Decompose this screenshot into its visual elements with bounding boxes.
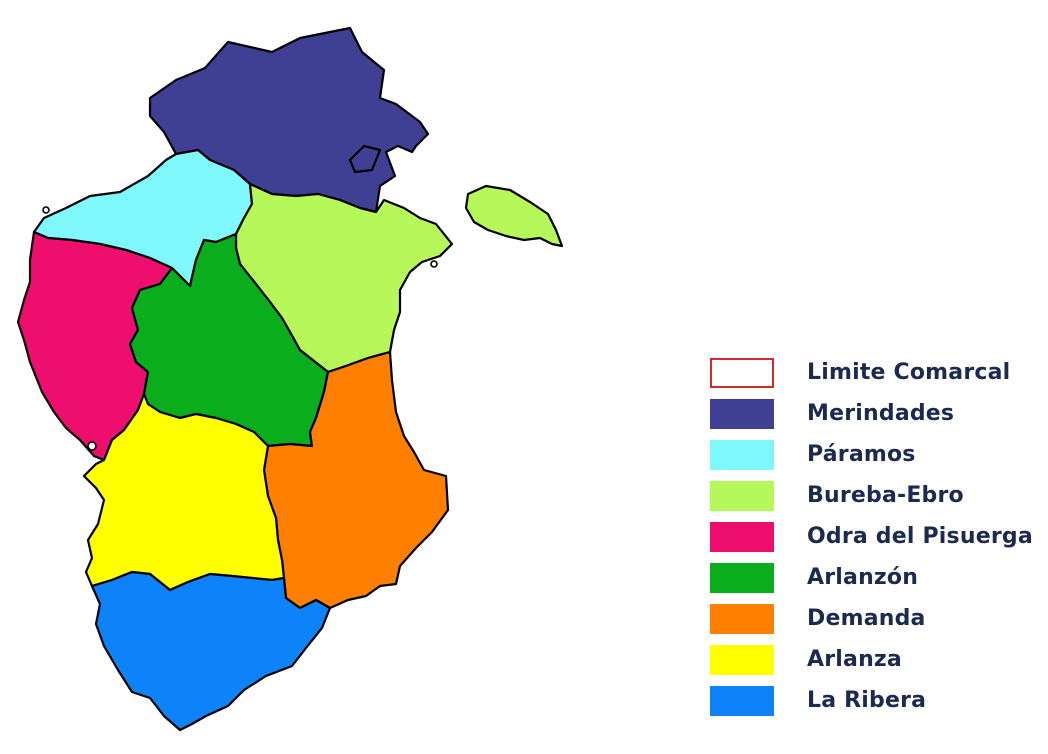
legend-item: Arlanza: [710, 645, 1040, 675]
legend-swatch: [710, 563, 774, 593]
legend-swatch: [710, 481, 774, 511]
region-la-ribera: [90, 570, 332, 732]
legend-label: Páramos: [807, 442, 916, 467]
legend-swatch: [710, 645, 774, 675]
legend-item: La Ribera: [710, 686, 1040, 716]
legend-swatch: [710, 604, 774, 634]
islet-marker: [430, 260, 438, 268]
legend-item: Odra del Pisuerga: [710, 522, 1040, 552]
legend-item: Páramos: [710, 440, 1040, 470]
legend-label: Odra del Pisuerga: [807, 524, 1033, 549]
legend-swatch: [710, 522, 774, 552]
legend-label: Merindades: [807, 401, 955, 426]
legend-item: Demanda: [710, 604, 1040, 634]
region-bureba-ebro-enclave: [464, 184, 564, 248]
legend-swatch: [710, 399, 774, 429]
legend-item: Merindades: [710, 399, 1040, 429]
legend-label: Demanda: [807, 606, 926, 631]
legend-label: La Ribera: [807, 688, 927, 713]
islet-marker: [42, 206, 50, 214]
islet-marker: [87, 441, 97, 451]
region-demanda: [262, 350, 450, 610]
legend-item: Bureba-Ebro: [710, 481, 1040, 511]
legend-label: Bureba-Ebro: [807, 483, 964, 508]
legend-label: Arlanzón: [807, 565, 919, 590]
legend-label: Arlanza: [807, 647, 902, 672]
legend-label: Limite Comarcal: [807, 360, 1011, 385]
legend-swatch: [710, 358, 774, 388]
legend-item: Limite Comarcal: [710, 358, 1040, 388]
legend-swatch: [710, 686, 774, 716]
legend-item: Arlanzón: [710, 563, 1040, 593]
legend-swatch: [710, 440, 774, 470]
